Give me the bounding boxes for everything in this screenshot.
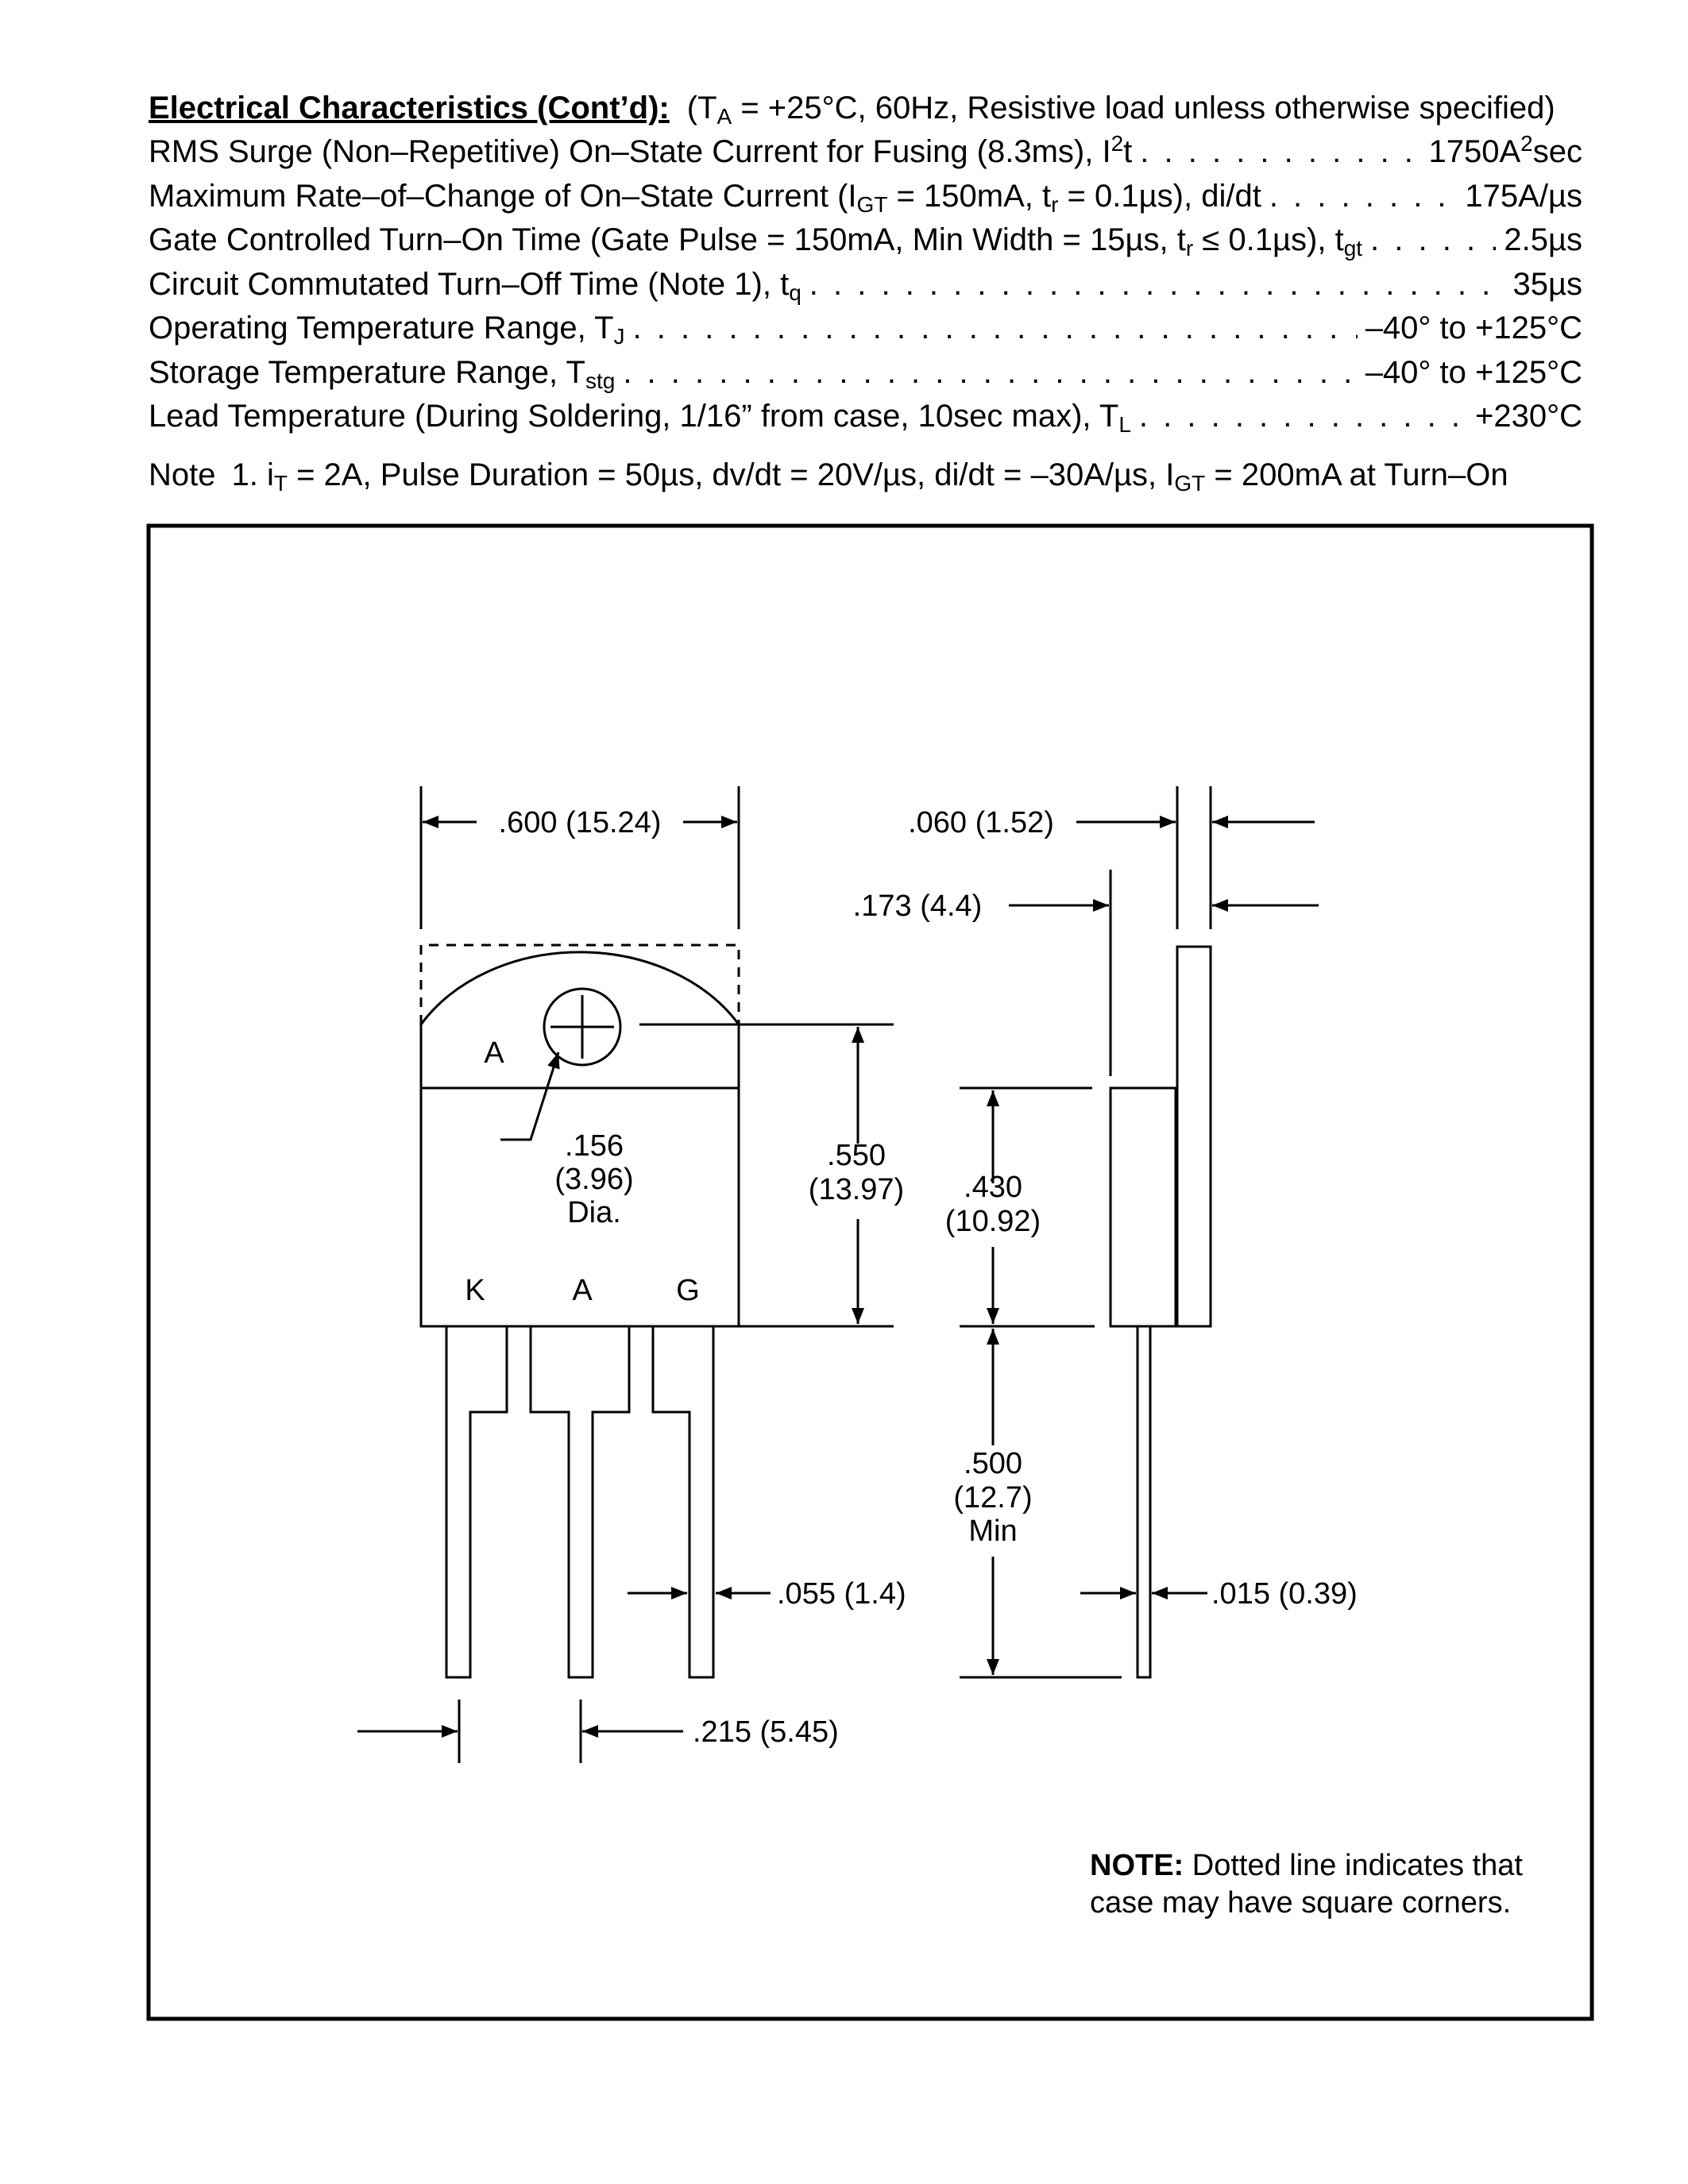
side-lead bbox=[1136, 1325, 1152, 1679]
spec-header: Electrical Characteristics (Cont’d):(TA … bbox=[149, 91, 1555, 129]
case-arch bbox=[419, 951, 740, 1025]
dim-lead-width: .055 (1.4) bbox=[777, 1577, 906, 1611]
dim-tab-thickness: .060 (1.52) bbox=[908, 806, 1054, 839]
spec-row-storage-temp: Storage Temperature Range, Tstg –40° to … bbox=[149, 351, 1582, 396]
pin-label-a: A bbox=[572, 1274, 593, 1307]
dim-body-height-mm: (10.92) bbox=[945, 1205, 1041, 1238]
square-corner-outline bbox=[419, 943, 740, 1024]
pin-label-k: K bbox=[465, 1274, 485, 1307]
drawing-frame bbox=[146, 523, 1594, 2021]
pin-label-g: G bbox=[676, 1274, 700, 1307]
lead-g bbox=[651, 1326, 715, 1679]
dim-hole-dia: Dia. bbox=[567, 1196, 621, 1229]
dim-lead-length-mm: (12.7) bbox=[953, 1481, 1032, 1515]
dim-body-height: .430 bbox=[964, 1171, 1022, 1204]
side-body bbox=[1109, 1086, 1177, 1328]
section-title: Electrical Characteristics (Cont’d): bbox=[149, 91, 670, 125]
mounting-hole bbox=[543, 987, 622, 1067]
spec-row-turn-off-time: Circuit Commutated Turn–Off Time (Note 1… bbox=[149, 263, 1582, 307]
dim-lead-length-min: Min bbox=[968, 1515, 1017, 1548]
dim-hole-height-mm: (13.97) bbox=[809, 1173, 904, 1206]
dim-lead-length: .500 bbox=[964, 1447, 1022, 1480]
dim-width: .600 (15.24) bbox=[499, 806, 662, 839]
dim-hole-mm: (3.96) bbox=[554, 1163, 633, 1196]
dim-hole-size: .156 bbox=[565, 1129, 624, 1163]
dim-lead-pitch: .215 (5.45) bbox=[693, 1715, 839, 1749]
dim-body-thickness: .173 (4.4) bbox=[853, 889, 983, 923]
lead-k bbox=[445, 1326, 508, 1679]
spec-row-operating-temp: Operating Temperature Range, TJ –40° to … bbox=[149, 307, 1582, 351]
electrical-characteristics: Electrical Characteristics (Cont’d):(TA … bbox=[149, 86, 1582, 439]
lead-a bbox=[529, 1326, 631, 1679]
side-tab bbox=[1176, 945, 1212, 1328]
spec-row-lead-temp: Lead Temperature (During Soldering, 1/16… bbox=[149, 395, 1582, 439]
spec-row-surge-current: RMS Surge (Non–Repetitive) On–State Curr… bbox=[149, 130, 1582, 175]
dim-hole-height: .550 bbox=[827, 1139, 886, 1172]
drawing-note: NOTE: Dotted line indicates that case ma… bbox=[1090, 1849, 1523, 1920]
tab-terminal-label: A bbox=[484, 1036, 504, 1070]
dim-lead-thickness: .015 (0.39) bbox=[1211, 1577, 1358, 1611]
spec-row-turn-on-time: Gate Controlled Turn–On Time (Gate Pulse… bbox=[149, 218, 1582, 263]
case-body bbox=[419, 1024, 740, 1328]
spec-row-di-dt: Maximum Rate–of–Change of On–State Curre… bbox=[149, 175, 1582, 219]
